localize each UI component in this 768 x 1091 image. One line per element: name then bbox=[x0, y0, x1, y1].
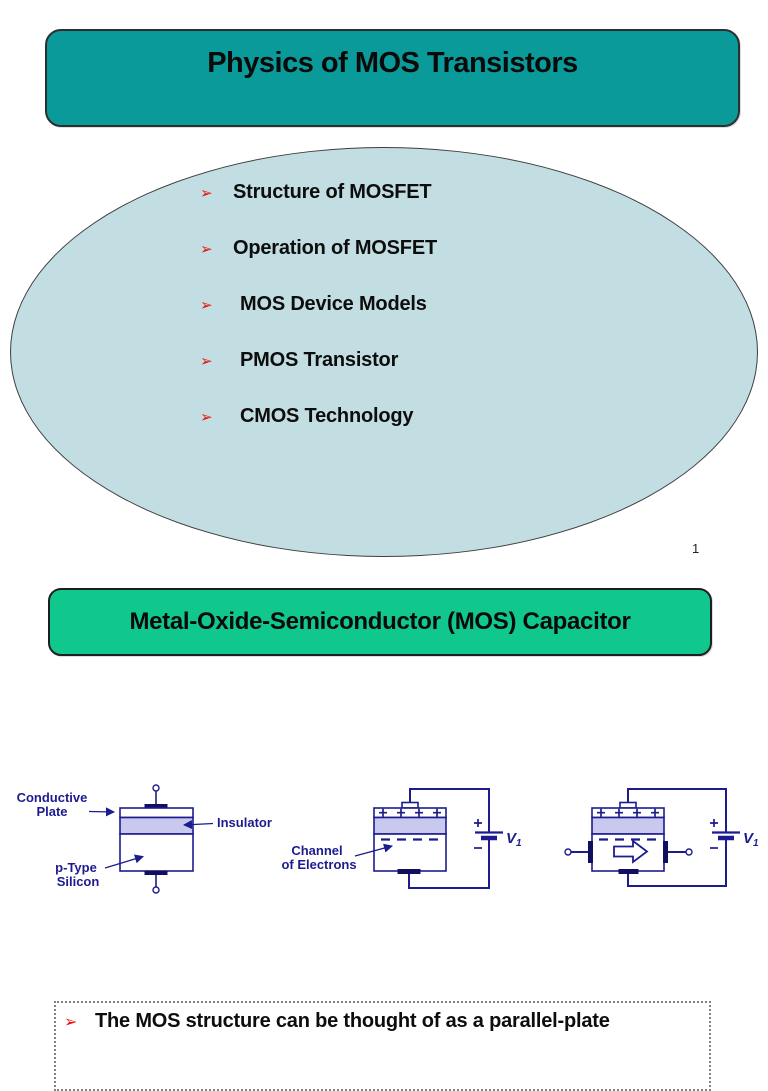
topics-list: ➢ Structure of MOSFET ➢ Operation of MOS… bbox=[200, 181, 437, 461]
insulator-label: Insulator bbox=[217, 815, 272, 830]
page-title: Physics of MOS Transistors bbox=[207, 47, 578, 79]
drain-terminal-icon bbox=[685, 848, 693, 856]
page-number: 1 bbox=[692, 541, 700, 556]
insulator-layer bbox=[591, 816, 665, 835]
topic-item: ➢ CMOS Technology bbox=[200, 405, 414, 427]
bottom-terminal-icon bbox=[152, 886, 160, 894]
footnote-text: The MOS structure can be thought of as a… bbox=[95, 1010, 610, 1032]
battery-icon bbox=[710, 819, 740, 849]
footnote-box: ➢ The MOS structure can be thought of as… bbox=[54, 1001, 711, 1091]
plus-charges-icon bbox=[597, 808, 659, 817]
top-wire bbox=[627, 788, 727, 832]
arrow-bullet-icon: ➢ bbox=[200, 184, 213, 202]
gate-tab bbox=[619, 801, 637, 809]
topic-item: ➢ MOS Device Models bbox=[200, 293, 427, 315]
topic-item: ➢ Operation of MOSFET bbox=[200, 237, 437, 259]
conductive-plate-label2: Plate bbox=[36, 804, 67, 819]
drain-contact bbox=[663, 841, 668, 863]
channel-label: Channel bbox=[291, 843, 342, 858]
insulator-layer bbox=[373, 816, 447, 835]
topics-ellipse bbox=[10, 147, 758, 557]
bottom-contact bbox=[144, 870, 168, 875]
bottom-wire bbox=[627, 840, 727, 887]
top-wire bbox=[409, 788, 490, 832]
arrow-bullet-icon: ➢ bbox=[200, 352, 213, 370]
plus-charges-icon bbox=[379, 808, 441, 817]
conductive-plate-label: Conductive bbox=[17, 790, 88, 805]
battery-voltage-label: V1 bbox=[506, 830, 522, 849]
mos-structure-diagram: Conductive Plate Insulator p-Type Silico… bbox=[17, 784, 272, 894]
bottom-contact bbox=[618, 869, 639, 874]
top-terminal-icon bbox=[152, 784, 160, 792]
current-flow-arrow-icon bbox=[613, 839, 649, 864]
source-terminal-icon bbox=[564, 848, 572, 856]
bottom-wire bbox=[408, 840, 490, 889]
top-contact bbox=[144, 804, 168, 809]
mos-charged-diagram: Channel of Electrons V1 bbox=[281, 788, 522, 889]
battery-icon bbox=[474, 819, 503, 849]
section-banner: Metal-Oxide-Semiconductor (MOS) Capacito… bbox=[48, 588, 712, 656]
title-banner: Physics of MOS Transistors bbox=[45, 29, 740, 127]
topic-item: ➢ PMOS Transistor bbox=[200, 349, 399, 371]
conductive-plate bbox=[119, 807, 194, 819]
p-type-silicon-label: p-Type bbox=[55, 860, 97, 875]
section-title: Metal-Oxide-Semiconductor (MOS) Capacito… bbox=[129, 608, 631, 635]
arrow-bullet-icon: ➢ bbox=[200, 240, 213, 258]
battery-voltage-label: V1 bbox=[743, 830, 759, 849]
gate-tab bbox=[401, 801, 419, 809]
source-contact bbox=[588, 841, 593, 863]
arrow-bullet-icon: ➢ bbox=[200, 408, 213, 426]
p-type-silicon-body bbox=[119, 833, 194, 872]
insulator-layer bbox=[119, 816, 194, 835]
channel-label2: of Electrons bbox=[281, 857, 356, 872]
bottom-contact bbox=[397, 869, 421, 874]
slide-page: Physics of MOS Transistors ➢ Structure o… bbox=[10, 29, 760, 1091]
p-type-silicon-label2: Silicon bbox=[57, 874, 100, 889]
arrow-bullet-icon: ➢ bbox=[200, 296, 213, 314]
topic-item: ➢ Structure of MOSFET bbox=[200, 181, 432, 203]
mos-capacitor-diagram: Conductive Plate Insulator p-Type Silico… bbox=[17, 784, 759, 894]
mos-transistor-diagram: V1 bbox=[564, 788, 759, 887]
arrow-bullet-icon: ➢ bbox=[64, 1012, 78, 1031]
